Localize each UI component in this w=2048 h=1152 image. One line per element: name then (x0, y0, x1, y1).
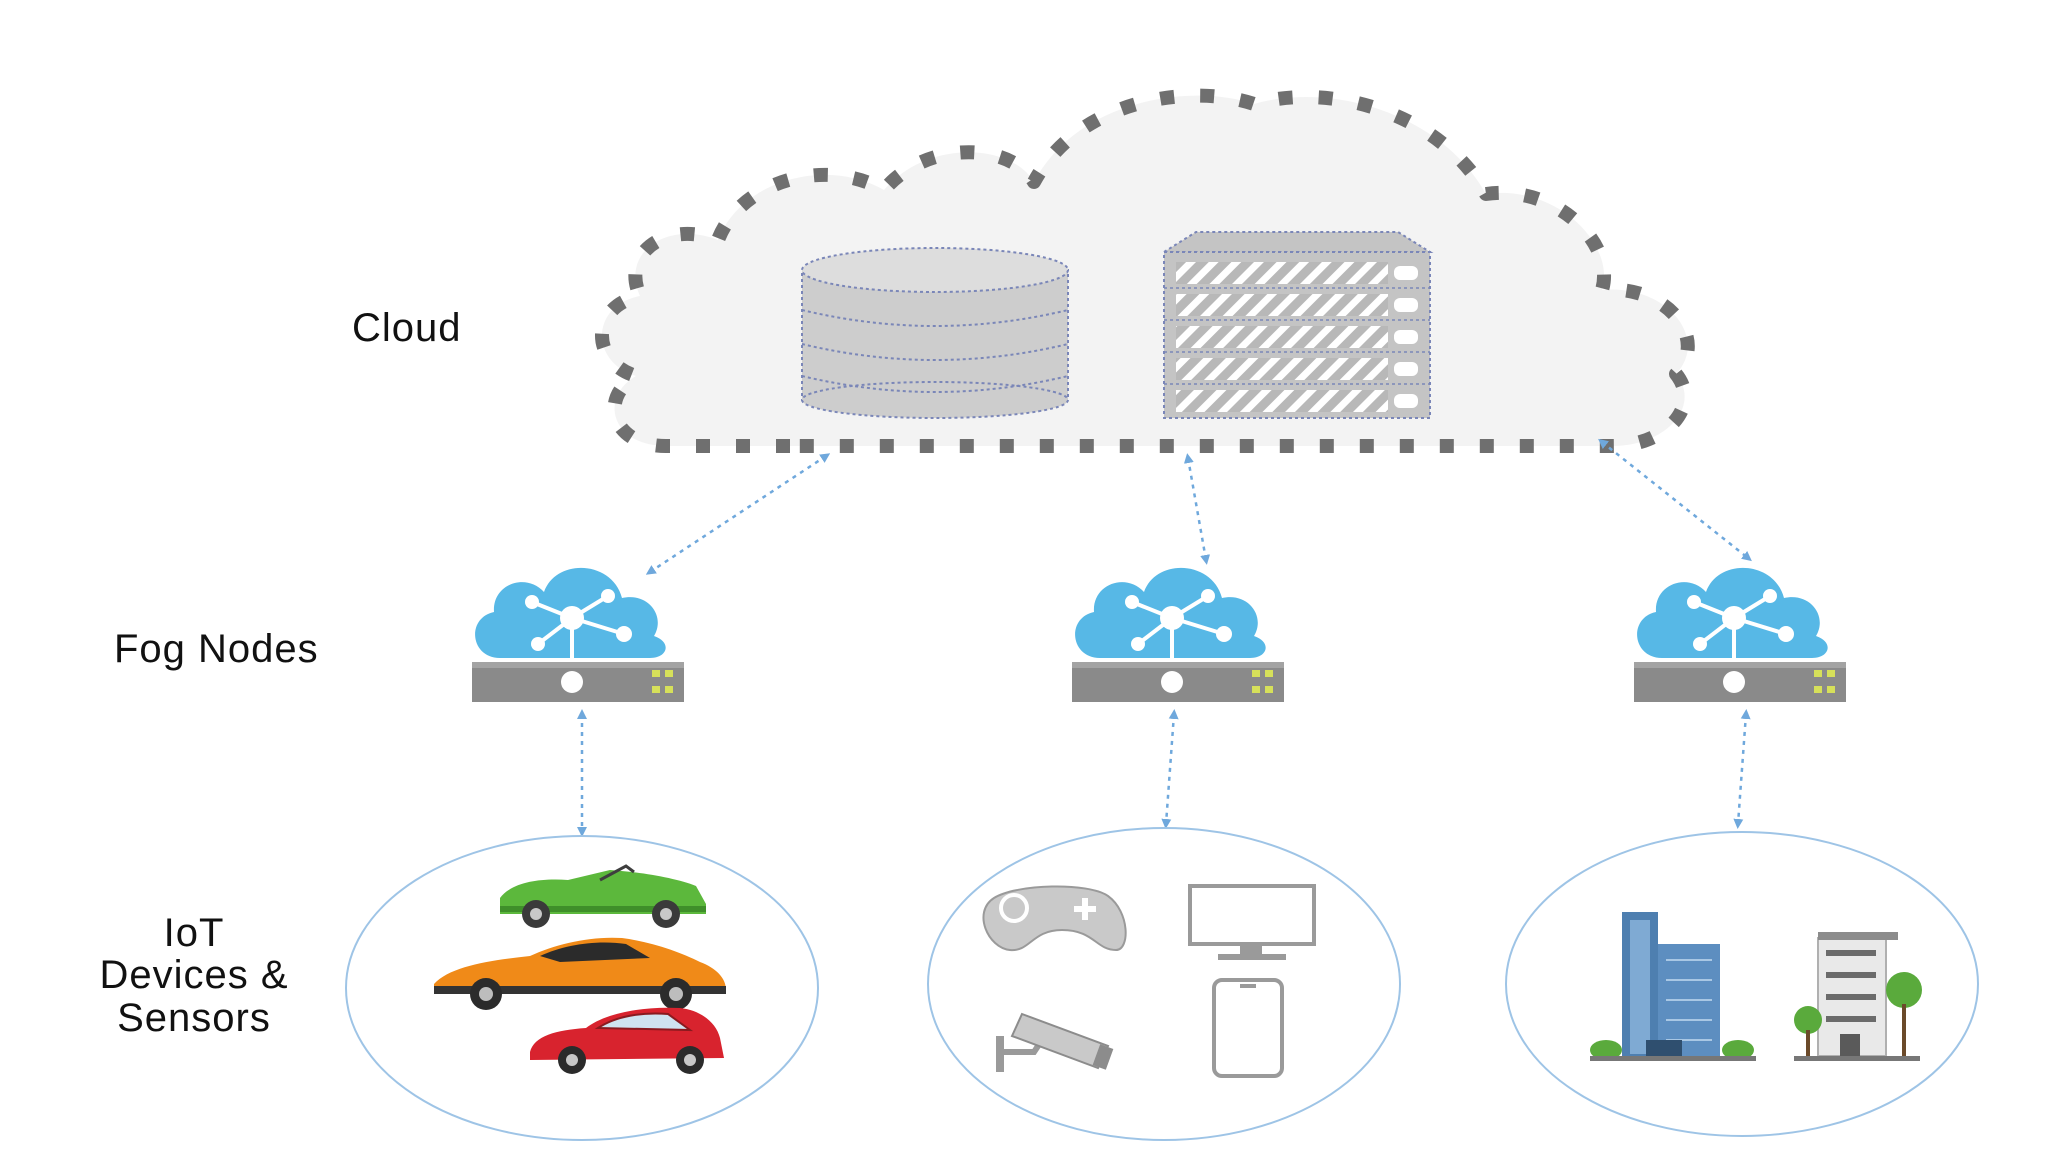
connectors (577, 438, 1752, 837)
database-icon (801, 247, 1069, 419)
fog-nodes-layer-label: Fog Nodes (114, 627, 319, 671)
monitor-icon (1188, 884, 1316, 960)
server-rack-icon (1160, 231, 1434, 419)
fog-node-icon (1070, 565, 1286, 704)
fog-node-icon (470, 565, 686, 704)
connector-cloud-fog-1 (645, 453, 831, 575)
connector-fog-iot-2 (1161, 709, 1179, 829)
red-hatchback-icon (530, 1007, 724, 1074)
tablet-icon (1212, 978, 1284, 1078)
apartment-building-icon (1794, 932, 1922, 1061)
iot-group-buildings (1505, 831, 1979, 1137)
connector-cloud-fog-2 (1183, 453, 1211, 565)
cloud-layer-label: Cloud (352, 306, 462, 350)
iot-label-line-2: Devices & (99, 953, 289, 998)
security-camera-icon (996, 1012, 1114, 1072)
fog-node-icon (1632, 565, 1848, 704)
green-convertible-icon (500, 864, 706, 928)
iot-label-line-3: Sensors (117, 995, 271, 1040)
connector-cloud-fog-3 (1598, 438, 1752, 562)
iot-group-vehicles (345, 835, 819, 1141)
orange-sports-car-icon (434, 937, 726, 1010)
office-tower-icon (1590, 912, 1756, 1061)
iot-layer-label: IoT Devices & Sensors (54, 911, 334, 1040)
gamepad-icon (982, 885, 1127, 952)
cloud-container (595, 88, 1695, 453)
iot-label-line-1: IoT (163, 911, 225, 955)
iot-group-devices (927, 827, 1401, 1141)
cloud-boundary (595, 88, 1695, 453)
connector-fog-iot-3 (1733, 709, 1751, 829)
